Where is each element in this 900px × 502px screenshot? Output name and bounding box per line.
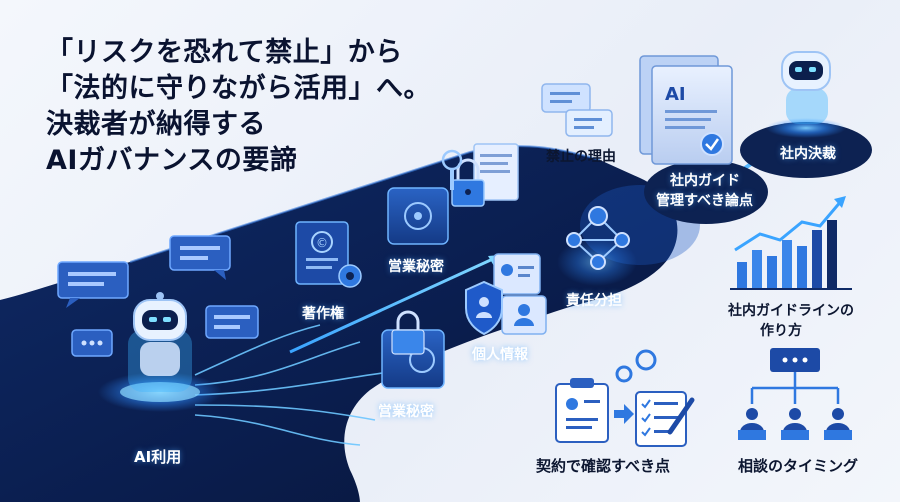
safe-lock-icon (381, 310, 445, 389)
flow-lines (194, 324, 391, 446)
headline-line-2: 「法的に守りながら活用」へ。 (46, 73, 431, 104)
label-responsibility: 責任分担 (566, 293, 622, 309)
label-trade-secret-top: 営業秘密 (388, 259, 444, 275)
label-guideline-1: 社内ガイドラインの (728, 303, 854, 319)
checklist-icon (555, 349, 695, 447)
network-icon (557, 206, 637, 286)
headline-line-1: 「リスクを恐れて禁止」から (46, 37, 403, 68)
label-guide-points-2: 管理すべき論点 (656, 193, 754, 209)
label-copyright: 著作権 (302, 306, 344, 322)
label-guideline-2: 作り方 (760, 323, 802, 339)
label-contract: 契約で確認すべき点 (536, 457, 670, 475)
headline-line-3: 決裁者が納得する (46, 109, 266, 140)
ai-doc-mark: AI (665, 84, 686, 105)
org-chart-icon (738, 348, 852, 440)
label-trade-secret-bottom: 営業秘密 (378, 404, 434, 420)
robot-icon (98, 292, 222, 412)
ban-reason-chat-icon (541, 83, 613, 137)
label-ban-reason: 禁止の理由 (546, 149, 616, 165)
safe-icon (387, 187, 449, 245)
padlock-icon (441, 143, 519, 207)
growth-chart-icon (730, 196, 852, 290)
label-guide-points-1: 社内ガイド (670, 173, 740, 189)
label-personal-info: 個人情報 (472, 347, 528, 363)
label-approval: 社内決裁 (780, 146, 836, 162)
label-consult: 相談のタイミング (738, 457, 859, 475)
label-ai-use: AI利用 (134, 448, 182, 466)
ai-guide-doc-icon: AI (639, 55, 768, 224)
robot-approval-icon (740, 51, 872, 178)
copyright-doc-icon: © (295, 221, 362, 288)
headline-line-4: AIガバナンスの要諦 (46, 145, 298, 176)
chat-bubble-icon (57, 235, 259, 357)
shield-user-icon (465, 253, 547, 336)
svg-text:©: © (316, 236, 328, 250)
